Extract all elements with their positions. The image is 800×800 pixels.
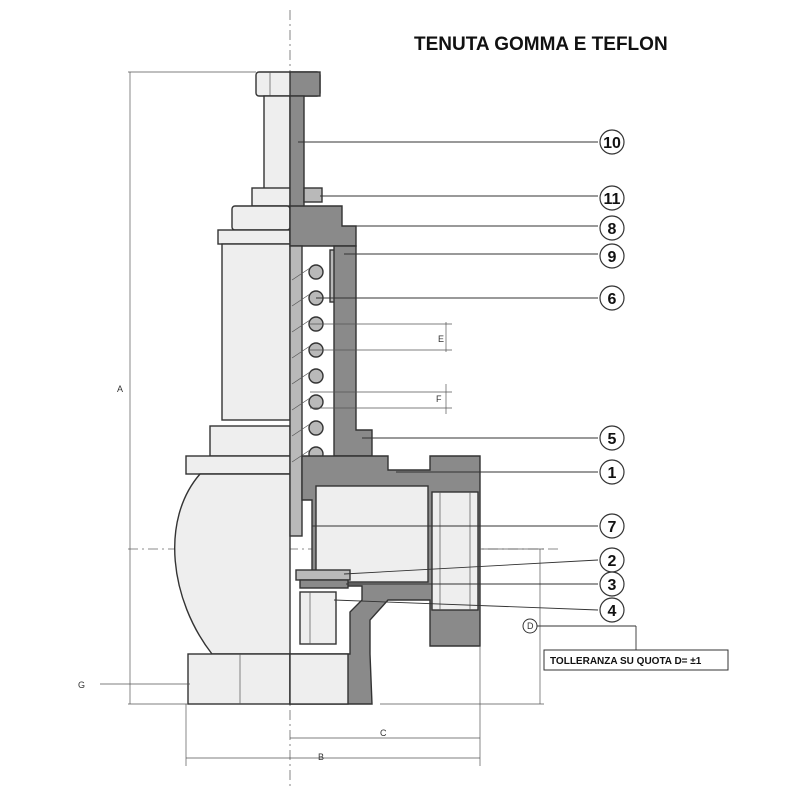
callout-3-label: 3: [608, 577, 617, 594]
part-11-nut: [303, 187, 323, 203]
callout-1: 1: [599, 459, 625, 485]
callout-5: 5: [599, 425, 625, 451]
dim-a: A: [117, 384, 123, 394]
callout-6-label: 6: [608, 291, 617, 308]
dim-f: F: [436, 394, 442, 404]
dim-e: E: [438, 334, 444, 344]
callout-9-label: 9: [608, 249, 617, 266]
callout-2: 2: [599, 547, 625, 573]
part-2-disc: [295, 569, 351, 581]
bonnet-nut: [209, 425, 291, 457]
section-view-right: [289, 71, 481, 705]
adjusting-stem: [263, 95, 291, 191]
callout-8-label: 8: [608, 221, 617, 238]
callout-4: 4: [599, 597, 625, 623]
outlet-bore: [431, 491, 479, 611]
part-5-bonnet-wall: [333, 245, 373, 457]
bonnet-ring: [217, 229, 291, 245]
callout-7: 7: [599, 513, 625, 539]
part-4-nozzle: [299, 591, 337, 645]
drawing-title: TENUTA GOMMA E TEFLON: [414, 34, 668, 55]
spring: [291, 264, 324, 463]
external-view-left: [174, 71, 321, 705]
callout-3: 3: [599, 571, 625, 597]
inner-cavity: [315, 485, 429, 583]
bonnet-body: [221, 243, 291, 421]
dimensions: A G B C E F: [78, 71, 544, 766]
callout-7-label: 7: [608, 519, 617, 536]
bonnet-cap: [231, 205, 291, 231]
dim-c: C: [380, 728, 387, 738]
callout-2-label: 2: [608, 553, 617, 570]
callout-9: 9: [599, 243, 625, 269]
callout-5-label: 5: [608, 431, 617, 448]
callout-10-label: 10: [603, 135, 621, 152]
callout-6: 6: [599, 285, 625, 311]
base-hex: [187, 653, 291, 705]
callout-4-label: 4: [608, 603, 617, 620]
callout-11: 11: [599, 185, 625, 211]
dim-b: B: [318, 752, 324, 762]
tolerance-note: D TOLLERANZA SU QUOTA D= ±1: [522, 618, 729, 671]
body-flange: [185, 455, 291, 475]
lock-nut: [251, 187, 291, 207]
spindle: [289, 245, 303, 537]
tolerance-text: TOLLERANZA SU QUOTA D= ±1: [550, 656, 702, 667]
callout-11-label: 11: [604, 191, 621, 208]
callout-1-label: 1: [608, 465, 617, 482]
dim-g: G: [78, 680, 85, 690]
inlet-bore: [289, 653, 349, 705]
callout-10: 10: [599, 129, 625, 155]
callout-8: 8: [599, 215, 625, 241]
valve-body-curve: [174, 473, 291, 655]
part-3-seal: [299, 579, 349, 589]
tolerance-symbol-letter: D: [527, 621, 534, 631]
cap-section: [289, 71, 321, 97]
callout-leaders: [298, 141, 599, 611]
tolerance-box: [543, 649, 729, 671]
